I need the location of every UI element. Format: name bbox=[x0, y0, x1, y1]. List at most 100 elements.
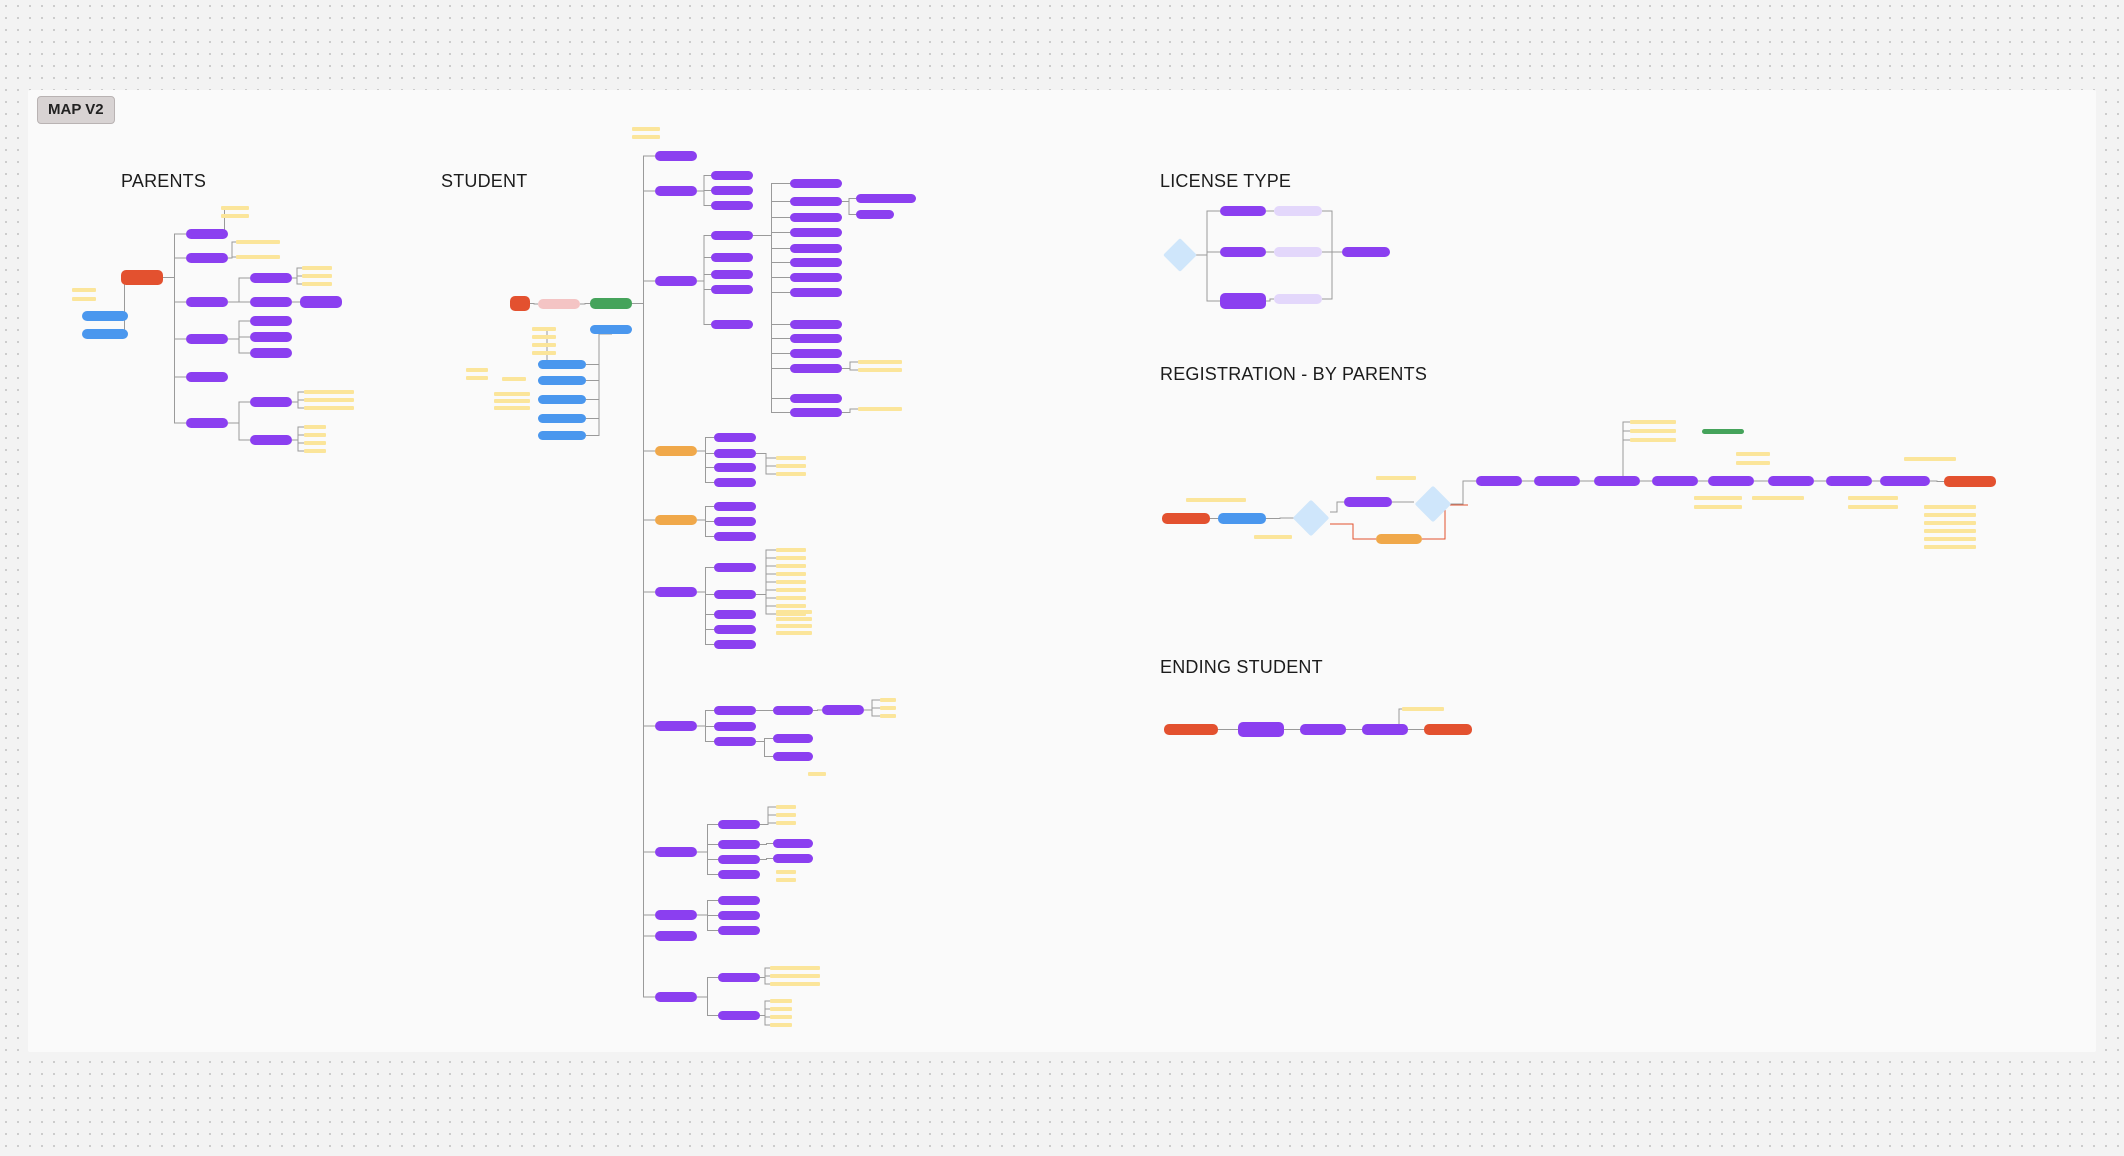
registration-step-node[interactable] bbox=[1344, 497, 1392, 507]
student-sub-node[interactable] bbox=[714, 640, 756, 649]
note-card[interactable] bbox=[466, 368, 488, 372]
student-sub-node[interactable] bbox=[718, 926, 760, 935]
note-card[interactable] bbox=[776, 813, 796, 817]
note-card[interactable] bbox=[776, 612, 806, 616]
license-detail-node[interactable] bbox=[1274, 294, 1322, 304]
registration-step-node[interactable] bbox=[1826, 476, 1872, 486]
student-category-node[interactable] bbox=[655, 910, 697, 920]
student-sub-node[interactable] bbox=[711, 320, 753, 329]
note-card[interactable] bbox=[880, 706, 896, 710]
note-card[interactable] bbox=[1924, 505, 1976, 509]
note-card[interactable] bbox=[770, 1015, 792, 1019]
student-sub-node[interactable] bbox=[714, 478, 756, 487]
parents-branch-node[interactable] bbox=[186, 253, 228, 263]
note-card[interactable] bbox=[776, 604, 806, 608]
student-sub-node[interactable] bbox=[711, 201, 753, 210]
note-card[interactable] bbox=[776, 572, 806, 576]
student-sub-node[interactable] bbox=[718, 855, 760, 864]
note-card[interactable] bbox=[770, 1007, 792, 1011]
note-card[interactable] bbox=[880, 714, 896, 718]
student-sub-node[interactable] bbox=[714, 449, 756, 458]
student-sub-node[interactable] bbox=[790, 258, 842, 267]
note-card[interactable] bbox=[494, 392, 530, 396]
student-sub-node[interactable] bbox=[790, 197, 842, 206]
student-sub-node[interactable] bbox=[718, 973, 760, 982]
student-sub-node[interactable] bbox=[711, 270, 753, 279]
note-card[interactable] bbox=[494, 406, 530, 410]
license-option-node[interactable] bbox=[1220, 247, 1266, 257]
note-card[interactable] bbox=[1630, 429, 1676, 433]
student-blue-node[interactable] bbox=[538, 360, 586, 369]
note-card[interactable] bbox=[776, 548, 806, 552]
note-card[interactable] bbox=[1402, 707, 1444, 711]
student-sub-node[interactable] bbox=[790, 179, 842, 188]
note-card[interactable] bbox=[304, 425, 326, 429]
parents-sub-node[interactable] bbox=[250, 273, 292, 283]
registration-step-node[interactable] bbox=[1880, 476, 1930, 486]
note-card[interactable] bbox=[1630, 438, 1676, 442]
student-sub-node[interactable] bbox=[714, 737, 756, 746]
note-card[interactable] bbox=[304, 441, 326, 445]
student-sub-node[interactable] bbox=[714, 722, 756, 731]
note-card[interactable] bbox=[302, 282, 332, 286]
note-card[interactable] bbox=[236, 240, 280, 244]
student-sub-node[interactable] bbox=[711, 231, 753, 240]
note-card[interactable] bbox=[532, 327, 556, 331]
student-sub-node[interactable] bbox=[714, 433, 756, 442]
student-sub-node[interactable] bbox=[790, 394, 842, 403]
registration-step-node[interactable] bbox=[1476, 476, 1522, 486]
note-card[interactable] bbox=[1186, 498, 1246, 502]
student-start-node[interactable] bbox=[510, 296, 530, 311]
registration-start-node[interactable] bbox=[1162, 513, 1210, 524]
student-sub-node[interactable] bbox=[714, 625, 756, 634]
note-card[interactable] bbox=[632, 127, 660, 131]
note-card[interactable] bbox=[776, 870, 796, 874]
note-card[interactable] bbox=[1376, 476, 1416, 480]
note-card[interactable] bbox=[776, 878, 796, 882]
student-blue-hub[interactable] bbox=[590, 325, 632, 334]
note-card[interactable] bbox=[1736, 461, 1770, 465]
student-sub-node[interactable] bbox=[711, 253, 753, 262]
note-card[interactable] bbox=[532, 335, 556, 339]
student-category-node[interactable] bbox=[655, 446, 697, 456]
student-sub-node[interactable] bbox=[822, 705, 864, 715]
note-card[interactable] bbox=[532, 351, 556, 355]
note-card[interactable] bbox=[1630, 420, 1676, 424]
student-sub-node[interactable] bbox=[790, 334, 842, 343]
license-detail-node[interactable] bbox=[1274, 247, 1322, 257]
note-card[interactable] bbox=[1924, 521, 1976, 525]
student-green-node[interactable] bbox=[590, 298, 632, 309]
student-sub-node[interactable] bbox=[714, 610, 756, 619]
note-card[interactable] bbox=[858, 368, 902, 372]
note-card[interactable] bbox=[770, 999, 792, 1003]
student-sub-node[interactable] bbox=[718, 911, 760, 920]
license-result-node[interactable] bbox=[1342, 247, 1390, 257]
student-blue-node[interactable] bbox=[538, 395, 586, 404]
parent-blue-node[interactable] bbox=[82, 311, 128, 321]
student-category-node[interactable] bbox=[655, 721, 697, 731]
note-card[interactable] bbox=[776, 472, 806, 476]
student-blue-node[interactable] bbox=[538, 431, 586, 440]
note-card[interactable] bbox=[1848, 505, 1898, 509]
parents-sub-node[interactable] bbox=[250, 316, 292, 326]
registration-step-node[interactable] bbox=[1652, 476, 1698, 486]
ending-step-node[interactable] bbox=[1238, 722, 1284, 737]
student-blue-node[interactable] bbox=[538, 376, 586, 385]
student-sub-node[interactable] bbox=[856, 194, 916, 203]
note-card[interactable] bbox=[1752, 496, 1804, 500]
student-sub-node[interactable] bbox=[773, 706, 813, 715]
note-card[interactable] bbox=[1904, 457, 1956, 461]
parents-sub-node[interactable] bbox=[300, 296, 342, 308]
registration-orange-node[interactable] bbox=[1376, 534, 1422, 544]
student-sub-node[interactable] bbox=[718, 896, 760, 905]
note-card[interactable] bbox=[1924, 545, 1976, 549]
student-sub-node[interactable] bbox=[718, 870, 760, 879]
note-card[interactable] bbox=[858, 360, 902, 364]
note-card[interactable] bbox=[776, 805, 796, 809]
note-card[interactable] bbox=[304, 406, 354, 410]
student-sub-node[interactable] bbox=[773, 839, 813, 848]
note-card[interactable] bbox=[302, 266, 332, 270]
student-sub-node[interactable] bbox=[714, 590, 756, 599]
student-sub-node[interactable] bbox=[718, 820, 760, 829]
student-category-node[interactable] bbox=[655, 276, 697, 286]
